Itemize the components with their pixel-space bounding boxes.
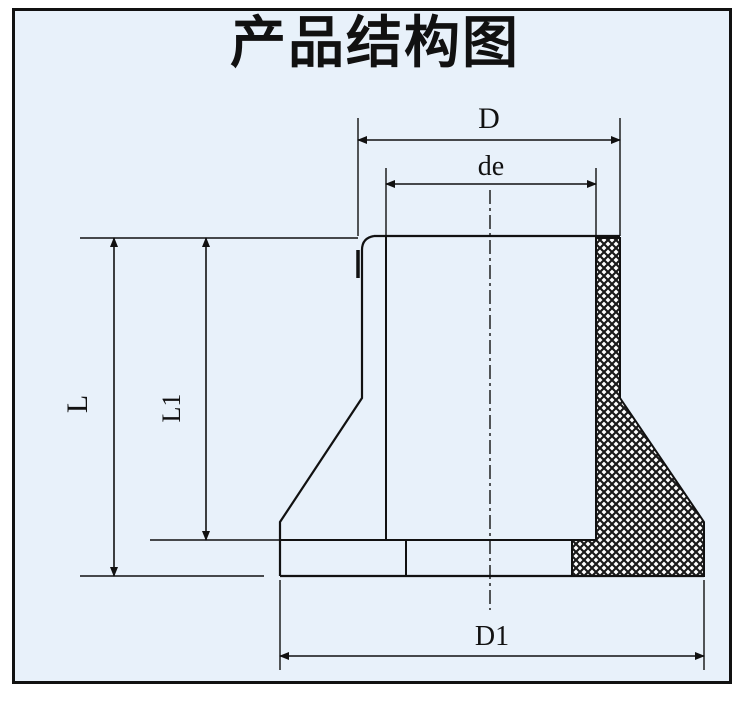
label-D: D xyxy=(478,102,500,135)
hatched-section xyxy=(571,237,705,577)
label-de: de xyxy=(478,151,504,182)
label-L1: L1 xyxy=(157,394,186,423)
left-profile xyxy=(278,234,375,576)
label-D1: D1 xyxy=(475,621,509,652)
label-L: L xyxy=(61,395,94,413)
page-title: 产品结构图 xyxy=(230,11,520,76)
